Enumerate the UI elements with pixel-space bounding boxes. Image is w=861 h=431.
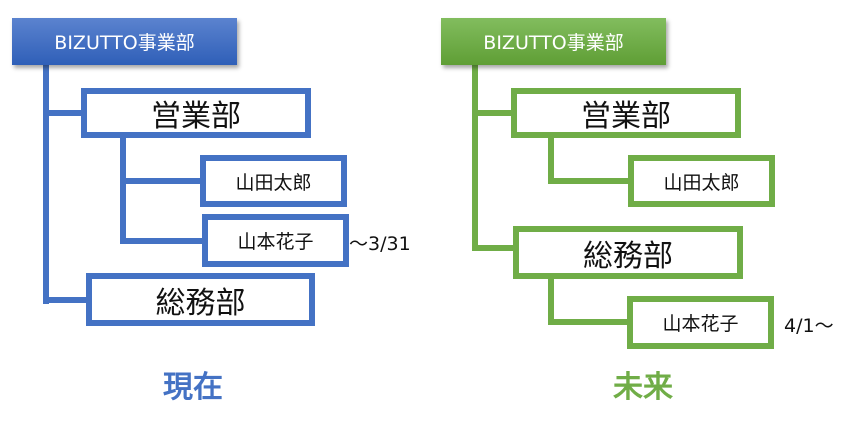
connector-sales-vertical	[120, 136, 126, 244]
member-node-yamamoto: 山本花子	[627, 296, 774, 349]
connector-root-vertical	[43, 64, 49, 304]
root-node-bizutto: BIZUTTO事業部	[441, 18, 666, 65]
member-label: 山田太郎	[663, 171, 740, 194]
connector-to-sales	[472, 110, 514, 116]
connector-ga-vertical	[548, 277, 554, 325]
connector-to-yamada	[120, 178, 204, 184]
dept-label: 総務部	[583, 238, 673, 274]
root-node-label: BIZUTTO事業部	[483, 32, 624, 54]
member-note-until: ～3/31	[349, 233, 411, 255]
dept-node-general-affairs: 総務部	[86, 273, 315, 326]
connector-to-general-affairs	[472, 245, 516, 251]
connector-sales-vertical	[548, 136, 554, 184]
dept-node-sales: 営業部	[511, 88, 741, 138]
dept-label: 営業部	[581, 99, 671, 134]
dept-node-sales: 営業部	[81, 88, 311, 138]
member-node-yamamoto: 山本花子	[202, 214, 349, 267]
connector-to-sales	[43, 110, 85, 116]
dept-node-general-affairs: 総務部	[513, 226, 743, 279]
dept-label: 営業部	[151, 99, 241, 134]
root-node-label: BIZUTTO事業部	[54, 32, 195, 54]
member-label: 山本花子	[237, 231, 314, 253]
member-note-from: 4/1～	[784, 315, 834, 337]
member-node-yamada: 山田太郎	[628, 155, 775, 207]
root-node-bizutto: BIZUTTO事業部	[12, 18, 237, 65]
connector-to-yamamoto	[548, 319, 630, 325]
connector-to-yamamoto	[120, 238, 206, 244]
dept-label: 総務部	[155, 285, 246, 321]
connector-to-yamada	[548, 178, 632, 184]
member-label: 山田太郎	[235, 171, 312, 194]
connector-root-vertical	[472, 64, 478, 251]
connector-to-general-affairs	[43, 297, 89, 303]
caption-future: 未来	[613, 370, 673, 405]
caption-current: 現在	[163, 370, 223, 405]
member-label: 山本花子	[662, 313, 739, 335]
member-node-yamada: 山田太郎	[200, 155, 347, 207]
